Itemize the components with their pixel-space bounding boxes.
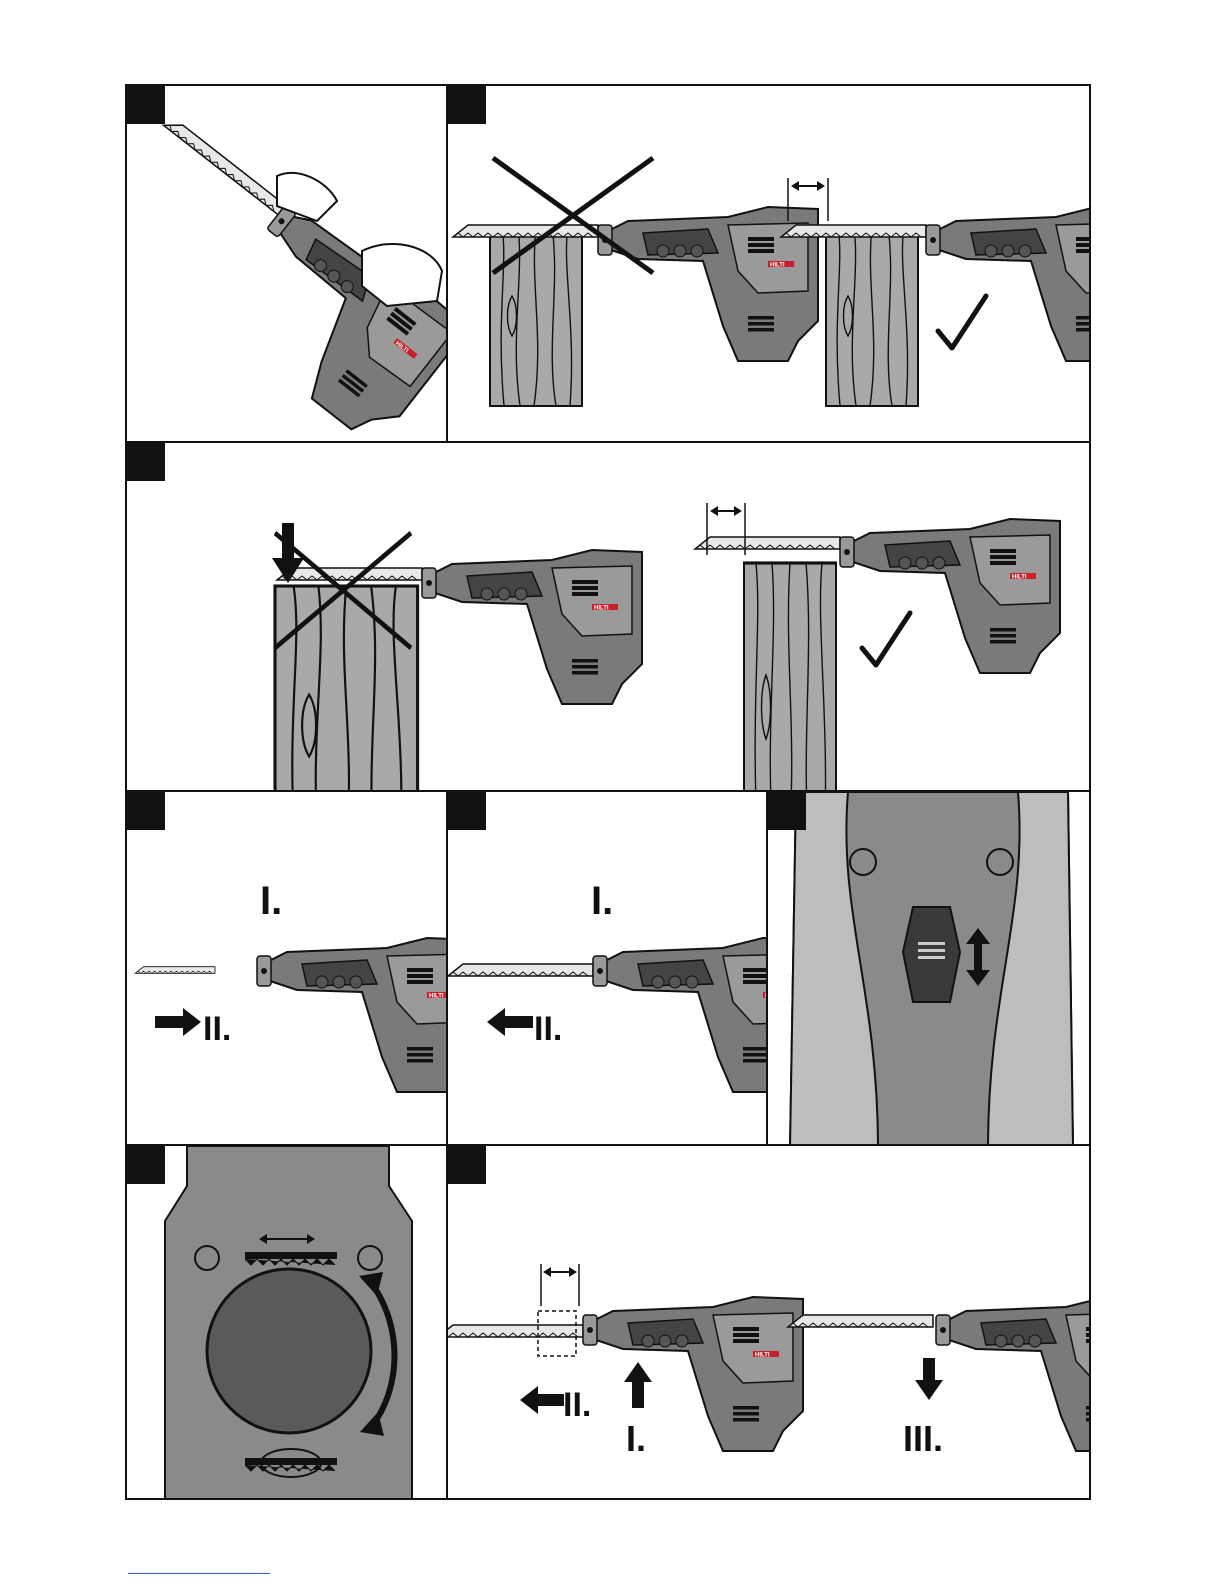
down-arrow-icon bbox=[915, 1358, 943, 1400]
panel-2-blade-length bbox=[446, 84, 1091, 443]
blade-length-illustration bbox=[448, 86, 1091, 443]
panel-8-blade-release: II. I. III. bbox=[446, 1144, 1091, 1500]
saw-icon bbox=[936, 1297, 1091, 1451]
up-arrow-icon bbox=[624, 1362, 652, 1408]
pendulum-selector-illustration bbox=[127, 1146, 448, 1500]
saw-icon bbox=[593, 938, 768, 1092]
clearance-arrow-icon bbox=[541, 1264, 579, 1306]
step-label-2: II. bbox=[203, 1010, 231, 1048]
saw-icon bbox=[598, 207, 818, 361]
panel-5-remove-blade: I. II. bbox=[446, 790, 768, 1146]
saw-held-two-hands-illustration bbox=[127, 86, 448, 443]
panel-number-tag bbox=[127, 1146, 165, 1184]
wood-block-left bbox=[490, 226, 582, 406]
panel-4-insert-blade: I. II. bbox=[125, 790, 448, 1146]
saw-icon bbox=[422, 550, 642, 704]
panel-7-pendulum-selector bbox=[125, 1144, 448, 1500]
step-label-3: III. bbox=[903, 1418, 943, 1459]
step-label-1: I. bbox=[626, 1418, 646, 1459]
panel-3-cut-position bbox=[125, 441, 1091, 792]
saw-icon bbox=[926, 207, 1091, 361]
step-label-1: I. bbox=[260, 879, 282, 923]
saw-icon bbox=[257, 938, 448, 1092]
saw-icon bbox=[583, 1297, 803, 1451]
left-arrow-icon bbox=[520, 1386, 564, 1414]
rear-hand-icon bbox=[362, 244, 442, 306]
step-label-2: II. bbox=[534, 1010, 562, 1048]
saw-icon bbox=[840, 519, 1060, 673]
remove-blade-illustration: I. II. bbox=[448, 792, 768, 1146]
lock-slider-switch[interactable] bbox=[903, 907, 960, 1002]
step-label-2: II. bbox=[563, 1386, 591, 1424]
cut-position-illustration bbox=[127, 443, 1091, 792]
correct-check-icon bbox=[862, 613, 910, 665]
panel-1-handling bbox=[125, 84, 448, 443]
left-arrow-icon bbox=[487, 1008, 533, 1036]
panel-6-lock-slider bbox=[766, 790, 1091, 1146]
step-label-1: I. bbox=[591, 879, 613, 923]
blade-release-illustration: II. I. III. bbox=[448, 1146, 1091, 1500]
pendulum-dial[interactable] bbox=[207, 1269, 371, 1433]
correct-check-icon bbox=[938, 296, 986, 348]
right-arrow-icon bbox=[155, 1008, 201, 1036]
panel-number-tag bbox=[768, 792, 806, 830]
wood-block-right bbox=[826, 226, 918, 406]
lock-slider-illustration bbox=[768, 792, 1091, 1146]
insert-blade-illustration: I. II. bbox=[127, 792, 448, 1146]
footer-link-underline bbox=[128, 1573, 270, 1574]
